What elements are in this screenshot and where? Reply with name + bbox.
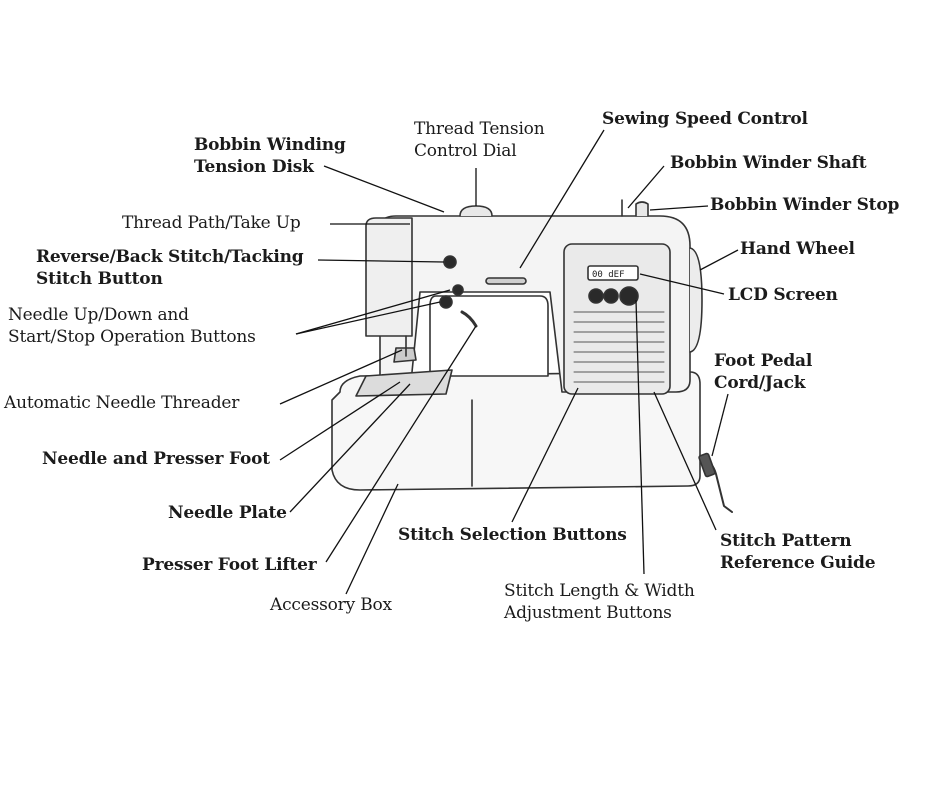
label-automatic-needle-threader: Automatic Needle Threader <box>4 393 240 413</box>
stitch-pattern-grid <box>573 311 665 383</box>
panel-button <box>619 286 639 306</box>
pedal-jack <box>698 452 716 478</box>
label-thread-tension-control-dial: Thread Tension Control Dial <box>414 119 545 161</box>
label-hand-wheel: Hand Wheel <box>740 239 855 259</box>
label-stitch-length-width: Stitch Length & Width Adjustment Buttons <box>504 581 695 623</box>
label-presser-foot-lifter: Presser Foot Lifter <box>142 555 317 575</box>
machine-base <box>331 371 701 491</box>
label-lcd-screen: LCD Screen <box>728 285 838 305</box>
needle-bar <box>393 335 417 363</box>
machine-head <box>365 217 413 337</box>
label-stitch-pattern-reference-guide: Stitch Pattern Reference Guide <box>720 531 876 573</box>
presser-foot-lifter <box>460 310 478 328</box>
reverse-button <box>443 255 457 269</box>
lcd-frame <box>587 265 639 281</box>
label-needle-and-presser-foot: Needle and Presser Foot <box>42 449 270 469</box>
label-foot-pedal-cord: Foot Pedal Cord/Jack <box>714 351 813 393</box>
speed-slider <box>485 277 527 285</box>
label-needle-up-down: Needle Up/Down and Start/Stop Operation … <box>8 305 256 347</box>
hand-wheel <box>689 247 703 353</box>
label-accessory-box: Accessory Box <box>270 595 392 615</box>
start-stop-button <box>439 295 453 309</box>
label-reverse-back-stitch: Reverse/Back Stitch/Tacking Stitch Butto… <box>36 247 304 289</box>
label-needle-plate: Needle Plate <box>168 503 287 523</box>
tension-dial <box>459 205 493 217</box>
throat-opening <box>429 295 549 377</box>
label-sewing-speed-control: Sewing Speed Control <box>602 109 808 129</box>
needle-plate-shape <box>355 369 453 397</box>
label-stitch-selection-buttons: Stitch Selection Buttons <box>398 525 627 545</box>
label-bobbin-winder-shaft: Bobbin Winder Shaft <box>670 153 867 173</box>
panel-button <box>588 288 604 304</box>
leader-lines <box>279 129 739 595</box>
control-panel <box>563 243 671 395</box>
bobbin-winder-stop <box>635 201 649 217</box>
label-bobbin-winding-tension-disk: Bobbin Winding Tension Disk <box>194 135 346 177</box>
lcd-readout: 00 dEF <box>592 270 625 280</box>
label-bobbin-winder-stop: Bobbin Winder Stop <box>710 195 900 215</box>
panel-button <box>603 288 619 304</box>
label-thread-path-take-up: Thread Path/Take Up <box>122 213 301 233</box>
needle-up-down-button <box>452 284 464 296</box>
